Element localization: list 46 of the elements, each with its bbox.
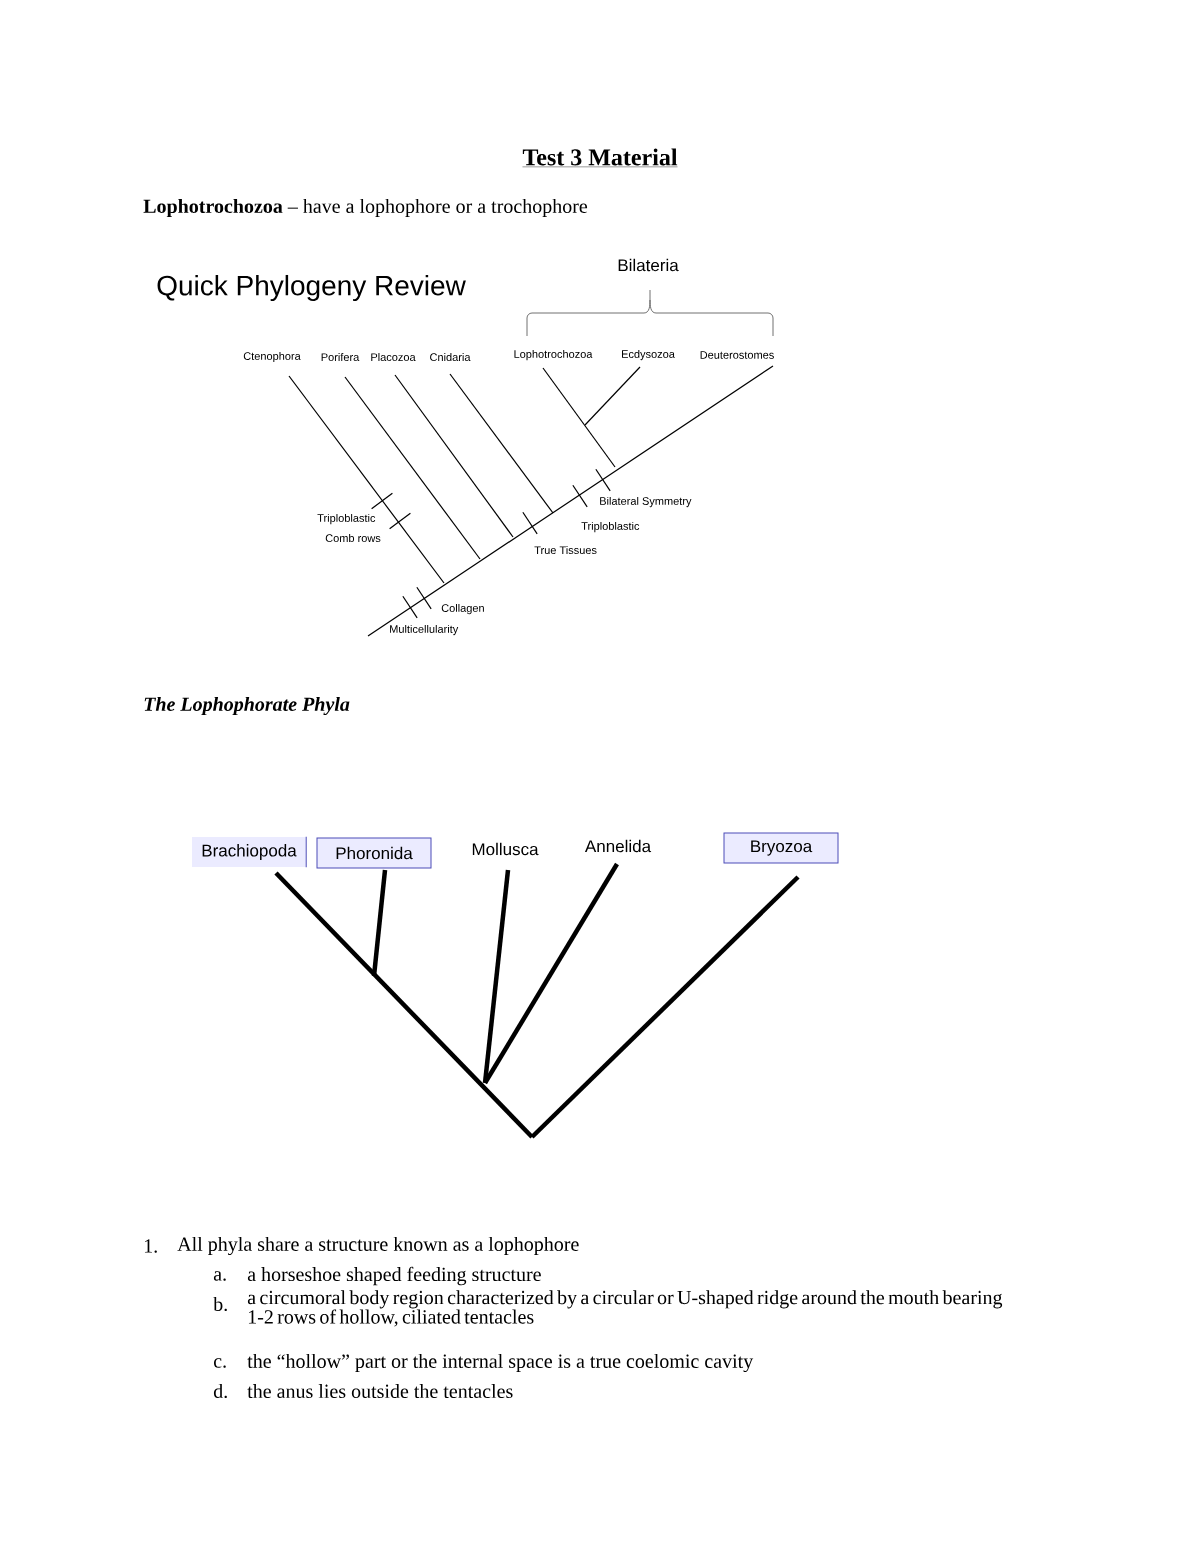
list-letter: a. xyxy=(213,1271,226,1281)
list-item: a circumoral body region characterized by a circular or U-shaped ridge around the mouth bearing 1-2 rows of hollow, ciliated tentacles xyxy=(247,1290,1003,1327)
list-item: a horseshoe shaped feeding structure xyxy=(247,1266,541,1286)
branch-line xyxy=(274,871,534,1139)
list-letter: d. xyxy=(213,1383,227,1399)
taxon-label: Porifera xyxy=(321,352,360,362)
character-label: Collagen xyxy=(441,603,484,615)
taxon-label: Lophotrochozoa xyxy=(514,349,593,361)
list-item: the anus lies outside the tentacles xyxy=(247,1384,513,1399)
branch-line xyxy=(482,869,511,1084)
character-label: Triploblastic xyxy=(317,513,376,525)
character-label: Comb rows xyxy=(325,533,381,543)
group-label: Bilateria xyxy=(618,258,679,272)
taxon-label: Cnidaria xyxy=(430,352,471,362)
list-number: 1. xyxy=(144,1239,157,1253)
branch-line xyxy=(344,376,481,560)
taxon-label: Ctenophora xyxy=(243,351,301,363)
branch-line xyxy=(371,869,388,977)
list-letter: b. xyxy=(213,1296,227,1312)
branch-line xyxy=(288,375,445,584)
taxon-label: Mollusca xyxy=(472,842,539,856)
taxon-label: Placozoa xyxy=(371,352,416,362)
branch-line xyxy=(542,367,616,468)
character-label: True Tissues xyxy=(534,545,597,555)
branch-line xyxy=(449,373,554,514)
title: Test 3 Material xyxy=(522,148,678,168)
branch-line xyxy=(530,875,800,1139)
taxon-box: Phoronida xyxy=(316,837,432,869)
branch-line xyxy=(394,374,514,538)
character-label: Bilateral Symmetry xyxy=(600,496,692,508)
character-label: Multicellularity xyxy=(390,624,459,636)
heading: Quick Phylogeny Review xyxy=(157,274,466,302)
taxon-box: Brachiopoda xyxy=(192,837,306,867)
branch-line xyxy=(483,862,619,1085)
list-item: the “hollow” part or the internal space is a true coelomic cavity xyxy=(247,1353,754,1373)
character-label: Triploblastic xyxy=(581,521,640,533)
subtitle: Lophotrochozoa – have a lophophore or a trochophore xyxy=(143,198,588,218)
branch-line xyxy=(367,365,774,637)
taxon-box: Bryozoa xyxy=(723,832,839,864)
list-item: All phyla share a structure known as a lophophore xyxy=(177,1236,579,1256)
taxon-label: Ecdysozoa xyxy=(622,349,675,361)
heading: The Lophophorate Phyla xyxy=(144,696,350,716)
list-letter: c. xyxy=(213,1358,226,1368)
taxon-label: Deuterostomes xyxy=(700,351,774,359)
taxon-label: Annelida xyxy=(584,839,652,853)
branch-line xyxy=(584,366,641,426)
